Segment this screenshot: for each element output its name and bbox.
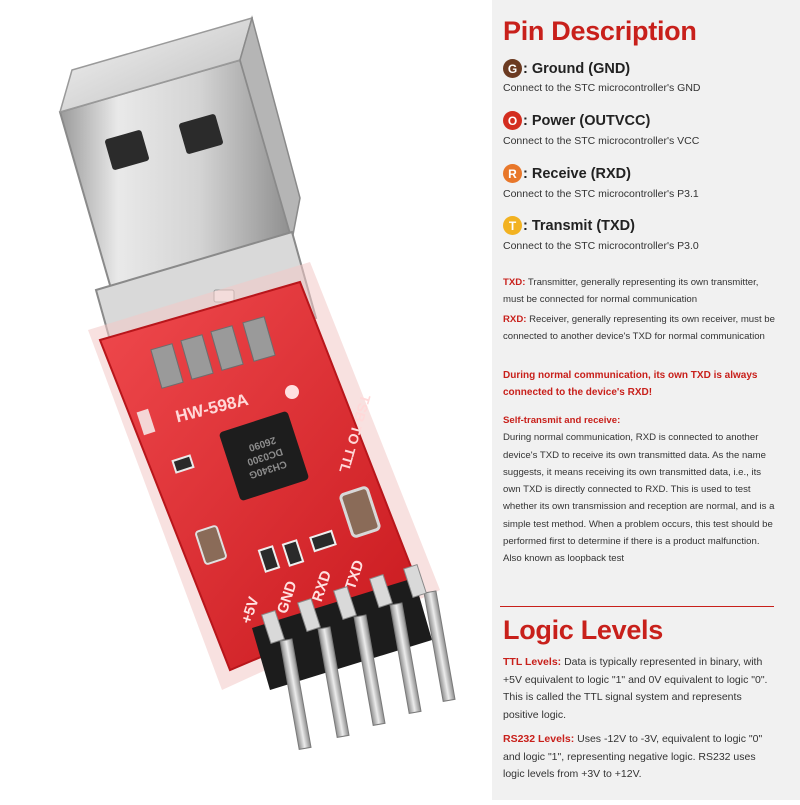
self-transmit-text: During normal communication, RXD is conn… <box>503 432 775 565</box>
pin-receive: R : Receive (RXD) <box>503 164 631 183</box>
rs232-levels-paragraph: RS232 Levels: Uses -12V to -3V, equivale… <box>503 731 773 784</box>
logic-levels-title: Logic Levels <box>503 615 663 645</box>
power-letter-icon: O <box>503 111 522 130</box>
receive-description: Connect to the STC microcontroller's P3.… <box>503 188 699 200</box>
receive-letter-icon: R <box>503 164 522 183</box>
pcb-board: CH340G DC0300 26090 HW-598A TSB TO TTL +… <box>98 280 422 672</box>
ground-description: Connect to the STC microcontroller's GND <box>503 82 701 94</box>
receive-label: : Receive (RXD) <box>523 165 631 182</box>
self-transmit-title: Self-transmit and receive: <box>503 415 621 426</box>
pin-transmit: T : Transmit (TXD) <box>503 216 635 235</box>
pin-description-title: Pin Description <box>503 16 697 46</box>
rxd-text: Receiver, generally representing its own… <box>503 314 775 343</box>
rs232-levels-term: RS232 Levels: <box>503 733 575 745</box>
description-panel <box>492 0 800 800</box>
txd-explanation: TXD: Transmitter, generally representing… <box>503 274 775 309</box>
txd-rxd-highlight: During normal communication, its own TXD… <box>503 370 758 399</box>
txd-text: Transmitter, generally representing its … <box>503 277 759 306</box>
self-transmit-block: Self-transmit and receive: During normal… <box>503 412 775 568</box>
power-description: Connect to the STC microcontroller's VCC <box>503 135 700 147</box>
ttl-levels-text: Data is typically represented in binary,… <box>503 656 768 721</box>
section-divider <box>500 606 774 607</box>
ttl-levels-term: TTL Levels: <box>503 656 562 668</box>
rxd-explanation: RXD: Receiver, generally representing it… <box>503 311 775 346</box>
header-pins <box>252 563 456 750</box>
rxd-term: RXD: <box>503 314 527 325</box>
usb-ttl-module-illustration: CH340G DC0300 26090 HW-598A TSB TO TTL +… <box>58 15 456 750</box>
transmit-description: Connect to the STC microcontroller's P3.… <box>503 240 699 252</box>
ground-label: : Ground (GND) <box>523 60 631 77</box>
ground-letter-icon: G <box>503 59 522 78</box>
product-image-panel: CH340G DC0300 26090 HW-598A TSB TO TTL +… <box>58 15 456 750</box>
pin-ground: G : Ground (GND) <box>503 59 630 78</box>
transmit-label: : Transmit (TXD) <box>523 217 635 234</box>
txd-term: TXD: <box>503 277 526 288</box>
pin-power: O : Power (OUTVCC) <box>503 111 650 130</box>
ttl-levels-paragraph: TTL Levels: Data is typically represente… <box>503 654 773 724</box>
power-label: : Power (OUTVCC) <box>523 112 651 129</box>
transmit-letter-icon: T <box>503 216 522 235</box>
rs232-levels-text: Uses -12V to -3V, equivalent to logic "0… <box>503 733 763 780</box>
